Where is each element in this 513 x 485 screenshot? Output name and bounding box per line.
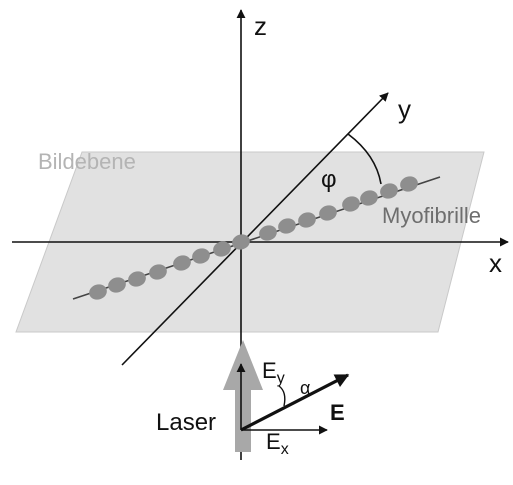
sarcomere-bead [232, 234, 250, 250]
ex-label-base: E [266, 429, 281, 454]
sarcomere-bead [173, 255, 191, 271]
ey-label: Ey [262, 358, 285, 387]
y-axis-label: y [398, 94, 411, 124]
sarcomere-bead [380, 183, 398, 199]
sarcomere-bead [192, 248, 210, 264]
alpha-label: α [300, 378, 310, 398]
sarcomere-bead [259, 225, 277, 241]
e-field-vector [240, 373, 350, 432]
sarcomere-bead [319, 205, 337, 221]
laser-arrow [223, 340, 263, 452]
myofibril-beads [89, 176, 418, 300]
phi-angle-arc [347, 133, 382, 185]
ey-label-sub: y [277, 370, 285, 387]
z-axis-label: z [254, 11, 267, 41]
sarcomere-bead [278, 218, 296, 234]
sarcomere-bead [400, 176, 418, 192]
sarcomere-bead [149, 264, 167, 280]
sarcomere-bead [213, 241, 231, 257]
sarcomere-bead [298, 212, 316, 228]
sarcomere-bead [108, 277, 126, 293]
image-plane-label: Bildebene [38, 149, 136, 174]
myofibril-label: Myofibrille [382, 203, 481, 228]
ex-label-sub: x [281, 441, 289, 458]
ex-label: Ex [266, 429, 289, 458]
sarcomere-bead [342, 196, 360, 212]
ey-label-base: E [262, 358, 277, 383]
sarcomere-bead [128, 271, 146, 287]
alpha-angle-arc [278, 385, 286, 407]
sarcomere-bead [360, 190, 378, 206]
laser-label: Laser [156, 409, 216, 436]
x-axis-label: x [489, 248, 502, 278]
sarcomere-bead [89, 284, 107, 300]
e-field-label: E [330, 400, 345, 425]
phi-label: φ [321, 166, 337, 193]
y-axis [121, 92, 389, 366]
